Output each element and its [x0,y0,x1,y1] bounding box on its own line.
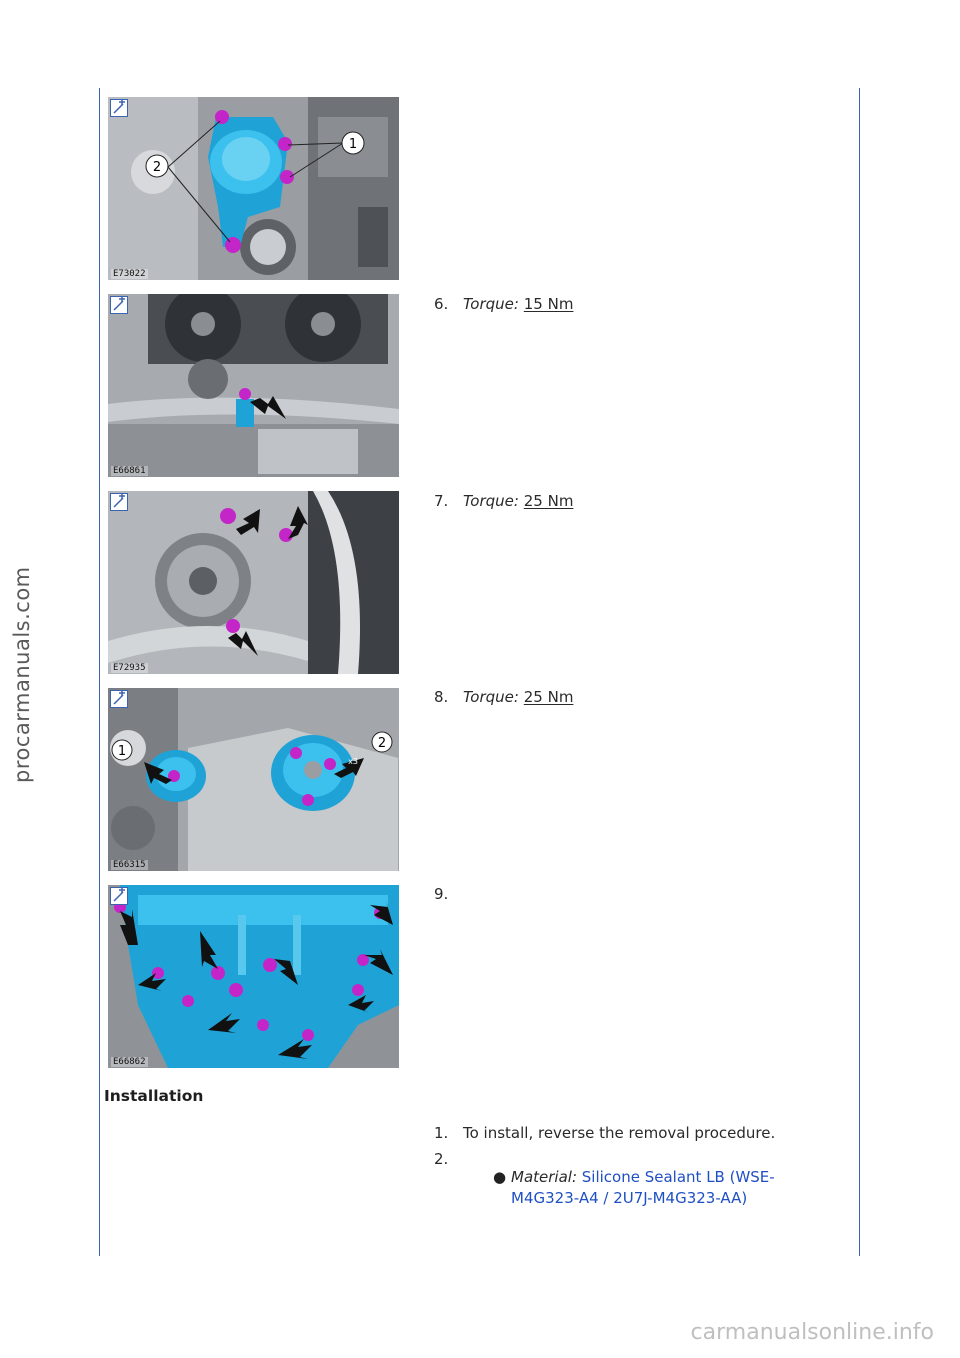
figure-1-code: E73022 [111,269,148,279]
zoom-in-icon[interactable] [110,99,128,117]
figure-4-callout-1: 1 [118,744,126,759]
installation-heading: Installation [104,1087,204,1105]
step-number: 1. [434,1124,449,1142]
step-number: 9. [434,885,449,903]
bullet-icon: ● [493,1168,507,1186]
figure-3-code: E72935 [111,663,148,673]
torque-label: Torque: [463,492,519,510]
step-number: 7. [434,492,449,510]
step-6: 6. Torque: 15 Nm [434,295,573,313]
material-label: Material: [511,1168,577,1186]
zoom-in-icon[interactable] [110,690,128,708]
step-7: 7. Torque: 25 Nm [434,492,573,510]
figure-5-illustration [108,885,399,1068]
figure-2[interactable]: E66861 [108,294,399,477]
side-watermark: procarmanuals.com [10,566,34,784]
install-step-1: 1. To install, reverse the removal proced… [434,1124,775,1142]
figure-3[interactable]: E72935 [108,491,399,674]
torque-value-link[interactable]: 25 Nm [523,492,574,510]
torque-label: Torque: [463,688,519,706]
figure-2-code: E66861 [111,466,148,476]
figure-4-callout-x3: x3 [348,757,358,766]
step-number: 6. [434,295,449,313]
bottom-watermark: carmanualsonline.info [690,1320,934,1345]
zoom-in-icon[interactable] [110,493,128,511]
figure-5-code: E66862 [111,1057,148,1067]
figure-1-illustration: 1 2 [108,97,399,280]
zoom-in-icon[interactable] [110,296,128,314]
zoom-in-icon[interactable] [110,887,128,905]
figure-1-callout-1: 1 [349,137,357,152]
step-8: 8. Torque: 25 Nm [434,688,573,706]
figure-2-illustration [108,294,399,477]
torque-label: Torque: [463,295,519,313]
figure-4-illustration: 1 2 x3 [108,688,399,871]
torque-value-link[interactable]: 25 Nm [523,688,574,706]
step-text: To install, reverse the removal procedur… [463,1124,776,1142]
figure-4-code: E66315 [111,860,148,870]
figure-3-illustration [108,491,399,674]
figure-4-callout-2: 2 [378,736,386,751]
left-border-rule [99,88,100,1256]
step-number: 2. [434,1150,449,1168]
step-number: 8. [434,688,449,706]
figure-4[interactable]: 1 2 x3 E66315 [108,688,399,871]
right-border-rule [859,88,860,1256]
torque-value-link[interactable]: 15 Nm [523,295,574,313]
figure-1-callout-2: 2 [153,160,161,175]
figure-1[interactable]: 1 2 E73022 [108,97,399,280]
material-item: ● Material: Silicone Sealant LB (WSE-M4G… [493,1167,813,1209]
figure-5[interactable]: E66862 [108,885,399,1068]
material-link[interactable]: Silicone Sealant LB (WSE-M4G323-A4 / 2U7… [511,1168,775,1207]
step-9: 9. [434,885,463,903]
install-step-2: 2. [434,1150,463,1168]
